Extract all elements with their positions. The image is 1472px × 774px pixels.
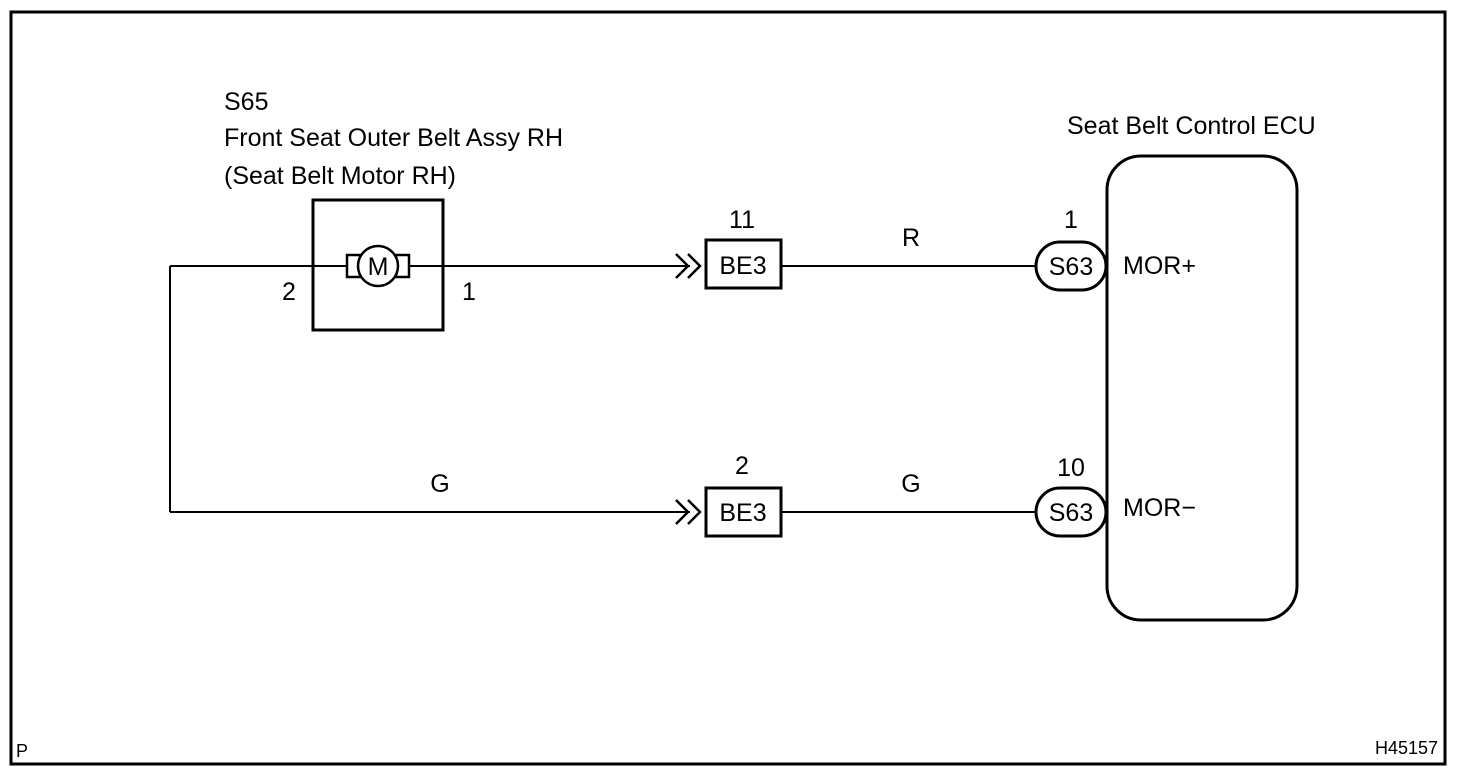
ecu-terminal-bottom: MOR− (1123, 494, 1196, 522)
ecu-body (1105, 154, 1299, 622)
junction-top-connector: BE3 (719, 252, 766, 280)
wire-bottom-right-color: G (901, 470, 920, 498)
diagram-frame (9, 10, 1447, 766)
motor-connector-label: S65 (224, 88, 268, 116)
ecu-connector-top-box (1034, 240, 1108, 292)
figure-id: H45157 (1375, 738, 1438, 758)
wire-bottom-left-color: G (430, 470, 449, 498)
ecu-terminal-top: MOR+ (1123, 252, 1196, 280)
ecu-connector-bottom-pin: 10 (1057, 454, 1085, 482)
motor-symbol-letter: M (368, 253, 389, 281)
junction-bottom-pin: 2 (735, 452, 749, 480)
wire-top-right-color: R (902, 224, 920, 252)
junction-bottom-box (704, 486, 783, 538)
motor-component-box (311, 198, 445, 332)
corner-left-label: P (16, 741, 28, 761)
motor-name-line2: (Seat Belt Motor RH) (224, 162, 456, 190)
junction-bottom-connector: BE3 (719, 499, 766, 527)
motor-icon: M (345, 244, 411, 288)
motor-pin-left: 2 (282, 278, 296, 306)
ecu-connector-bottom-box (1034, 486, 1108, 538)
ecu-name-label: Seat Belt Control ECU (1067, 112, 1316, 140)
motor-pin-right: 1 (462, 278, 476, 306)
ecu-connector-top-label: S63 (1049, 253, 1093, 281)
chevron-connector-icon-bottom (675, 499, 702, 525)
motor-name-line1: Front Seat Outer Belt Assy RH (224, 124, 563, 152)
junction-top-box (704, 238, 783, 290)
ecu-connector-bottom-label: S63 (1049, 499, 1093, 527)
junction-top-pin: 11 (729, 206, 755, 234)
ecu-connector-top-pin: 1 (1064, 206, 1078, 234)
chevron-connector-icon-top (675, 253, 702, 279)
